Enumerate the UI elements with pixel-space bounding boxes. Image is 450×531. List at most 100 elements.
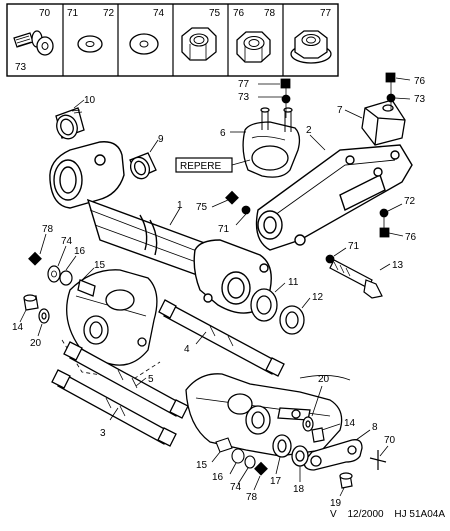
mount-part-6 — [242, 107, 301, 178]
link-part-8 — [303, 439, 363, 471]
callout-13: 13 — [392, 260, 404, 271]
callout-14-left: 14 — [12, 322, 24, 333]
leader-10 — [73, 99, 85, 109]
arm-part-2 — [255, 144, 413, 251]
callout-3: 3 — [100, 428, 106, 439]
bush-part-11 — [250, 288, 278, 322]
washer-icon — [77, 35, 103, 53]
legend-code-75: 75 — [209, 8, 221, 19]
fastener-marker-70 — [369, 450, 387, 470]
callout-19: 19 — [330, 498, 342, 509]
bush-part-17 — [272, 434, 292, 458]
legend-code-78: 78 — [264, 8, 276, 19]
leader-7 — [344, 109, 363, 119]
bolt-part-13 — [329, 259, 383, 299]
callout-77: 77 — [238, 79, 250, 90]
callout-8: 8 — [372, 422, 378, 433]
callout-75: 75 — [196, 202, 208, 213]
callout-73-right: 73 — [414, 94, 426, 105]
rod-part-5 — [63, 341, 189, 419]
callout-4: 4 — [184, 344, 190, 355]
legend-code-72: 72 — [103, 8, 115, 19]
callout-73-upper: 73 — [238, 92, 250, 103]
seal-part-18 — [291, 445, 309, 467]
large-washer-icon — [129, 33, 159, 55]
repere-label: REPERE — [180, 161, 221, 172]
nut-icon — [181, 27, 217, 61]
bolt-part-14-right — [311, 427, 325, 443]
washer-part-20-right — [302, 416, 314, 432]
bolt-part-14-left — [23, 294, 39, 311]
callout-78-left: 78 — [42, 224, 54, 235]
footer-reference: HJ 51A04A — [394, 509, 445, 520]
callout-17: 17 — [270, 476, 282, 487]
legend-code-77: 77 — [320, 8, 332, 19]
legend-code-70: 70 — [39, 8, 51, 19]
callout-1: 1 — [177, 200, 183, 211]
leader-14-left — [19, 309, 27, 323]
callout-11: 11 — [288, 277, 299, 288]
leader-17 — [275, 456, 281, 475]
callout-15-lower: 15 — [196, 460, 208, 471]
leader-4 — [195, 331, 207, 345]
leader-3 — [109, 407, 119, 421]
leader-5 — [135, 377, 147, 387]
bush-part-9 — [129, 152, 157, 180]
footer-date: 12/2000 — [347, 509, 384, 520]
callout-6: 6 — [220, 128, 226, 139]
leader-19 — [339, 487, 345, 497]
callout-7: 7 — [337, 105, 343, 116]
crossmember-part-1 — [49, 141, 272, 314]
callout-16-lower: 16 — [212, 472, 224, 483]
callout-9: 9 — [158, 134, 164, 145]
callout-18: 18 — [293, 484, 305, 495]
callout-20-left: 20 — [30, 338, 42, 349]
legend-code-74: 74 — [153, 8, 165, 19]
callout-20-right: 20 — [318, 374, 330, 385]
callout-15-left: 15 — [94, 260, 106, 271]
leader-11 — [274, 282, 286, 293]
callout-12: 12 — [312, 292, 324, 303]
callout-2: 2 — [306, 125, 312, 136]
callout-74-lower: 74 — [230, 482, 242, 493]
washer-part-20-left — [38, 308, 50, 324]
callout-71-mid: 71 — [218, 224, 230, 235]
rod-part-4 — [158, 299, 285, 377]
leader-70 — [379, 445, 389, 457]
bracket-assembly-left — [61, 269, 161, 381]
flange-nut-icon — [290, 30, 332, 64]
leader-2 — [309, 134, 326, 151]
bolt-part-19 — [339, 472, 353, 489]
leader-20-right — [311, 385, 323, 417]
callout-74-left: 74 — [61, 236, 73, 247]
fastener-markers-lower — [211, 437, 268, 491]
bolt-icon — [13, 30, 54, 56]
fastener-markers-left — [28, 233, 95, 286]
callout-71-right: 71 — [348, 241, 360, 252]
footer-version: V — [330, 509, 337, 520]
leader-repere — [231, 159, 251, 166]
leader-9 — [149, 139, 159, 153]
callout-78-lower: 78 — [246, 492, 258, 503]
bracket-assembly-right — [185, 373, 351, 457]
mount-part-7 — [361, 99, 406, 146]
callout-72: 72 — [404, 196, 416, 207]
bush-part-10 — [55, 107, 85, 140]
leader-1 — [169, 207, 181, 226]
legend-code-71: 71 — [67, 8, 79, 19]
legend-code-73: 73 — [15, 62, 27, 73]
rod-part-3 — [51, 369, 177, 447]
callout-5: 5 — [148, 374, 154, 385]
nylon-nut-icon — [236, 31, 271, 63]
callout-10: 10 — [84, 95, 96, 106]
callout-14-right: 14 — [344, 418, 356, 429]
leader-12 — [301, 297, 311, 309]
callout-16-left: 16 — [74, 246, 86, 257]
leader-8 — [355, 429, 371, 441]
leader-13 — [379, 263, 391, 271]
legend-code-76: 76 — [233, 8, 245, 19]
callout-76-upper: 76 — [414, 76, 426, 87]
seal-part-12 — [279, 305, 305, 335]
parts-legend: 70 73 71 72 74 75 76 78 — [6, 3, 339, 77]
